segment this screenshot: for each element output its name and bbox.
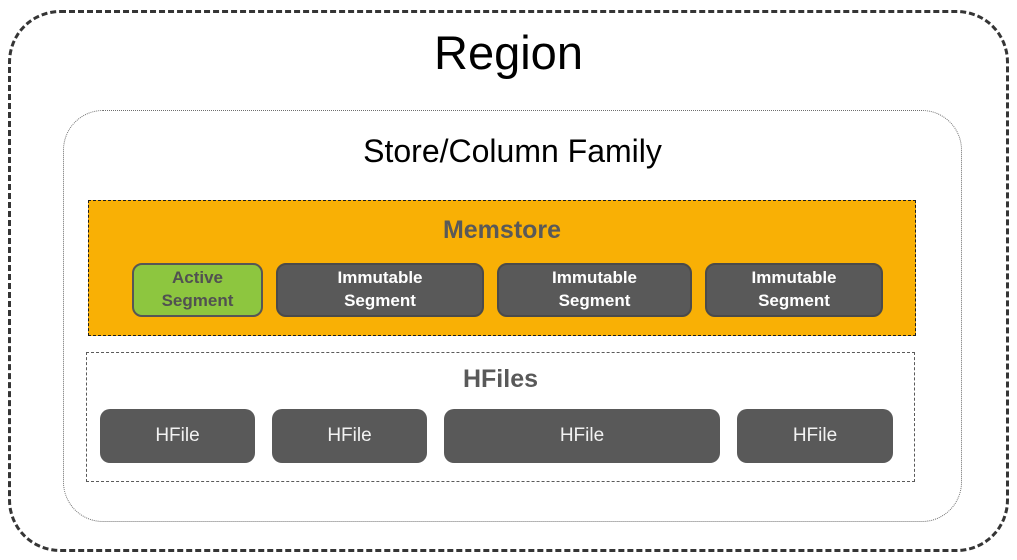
store-column-family-title: Store/Column Family (363, 133, 662, 169)
store-column-family-container: Store/Column Family Memstore Active Segm… (63, 110, 962, 522)
immutable-segment-box-1: Immutable Segment (276, 263, 484, 317)
active-segment-box: Active Segment (132, 263, 263, 317)
region-container: Region Store/Column Family Memstore Acti… (8, 10, 1009, 552)
memstore-title: Memstore (442, 216, 562, 244)
hfile-box-4: HFile (737, 409, 893, 463)
memstore-segments-row: Active Segment Immutable Segment Immutab… (132, 263, 883, 317)
hfile-box-1: HFile (100, 409, 255, 463)
hfiles-container: HFiles HFile HFile HFile HFile (86, 352, 915, 482)
memstore-container: Memstore Active Segment Immutable Segmen… (88, 200, 916, 336)
hfile-box-2: HFile (272, 409, 427, 463)
hfile-box-3: HFile (444, 409, 720, 463)
hfiles-title: HFiles (462, 365, 539, 393)
hfiles-row: HFile HFile HFile HFile (100, 409, 893, 463)
immutable-segment-box-3: Immutable Segment (705, 263, 883, 317)
region-title: Region (434, 26, 583, 79)
immutable-segment-box-2: Immutable Segment (497, 263, 692, 317)
